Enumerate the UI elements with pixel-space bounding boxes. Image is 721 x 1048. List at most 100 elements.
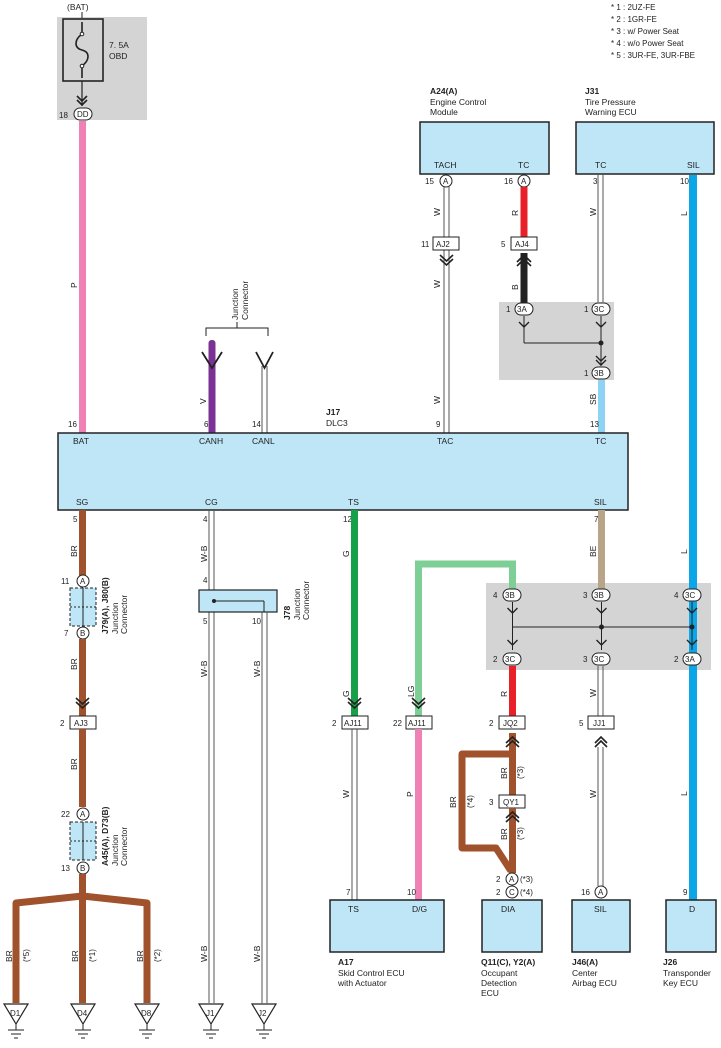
qy1-num: 3	[489, 798, 494, 807]
ecm-pin-num-tach: 15	[425, 177, 434, 186]
skid-line1: Skid Control ECU	[338, 968, 405, 978]
wire-label-br-3: BR	[69, 758, 79, 770]
transponder-pin-d: D	[689, 904, 695, 914]
tpw-pin-num-sil: 10	[680, 177, 689, 186]
fuse-connector: DD	[77, 110, 89, 119]
a45-conn-top: A	[80, 810, 86, 819]
splice-top-conn-3: 3B	[594, 369, 604, 378]
aj4-label: AJ4	[515, 240, 529, 249]
wire-label-wb-5: W-B	[252, 945, 262, 962]
transponder-id: J26	[663, 957, 677, 967]
skid-id: A17	[338, 957, 354, 967]
wire-dg-pink	[415, 729, 422, 900]
airbag-line2: Airbag ECU	[572, 978, 617, 988]
occupant-line1: Occupant	[481, 968, 518, 978]
occupant-note-a: (*3)	[520, 875, 533, 884]
wire-ts-green	[351, 510, 358, 717]
ground-icon	[2, 1003, 30, 1026]
wire-label-w-tpw: W	[588, 208, 598, 216]
aj3-label: AJ3	[74, 719, 88, 728]
splice-mid-num-4: 2	[493, 655, 498, 664]
wire-br-bypass	[458, 750, 514, 873]
wire-label-p: P	[69, 282, 79, 288]
aj11a-label: AJ11	[344, 719, 362, 728]
dlc3-pin-tac: TAC	[437, 436, 453, 446]
splice-mid-conn-3: 3C	[685, 591, 695, 600]
note-s3-b: (*3)	[516, 827, 525, 840]
splice-top-conn-2: 3C	[594, 305, 604, 314]
wire-label-br-2: BR	[69, 658, 79, 670]
wire-label-w-ts: W	[341, 790, 351, 798]
ground-d4: D4	[69, 1003, 97, 1039]
aj2-label: AJ2	[436, 240, 450, 249]
occupant-detection-ecu: DIA Q11(C), Y2(A) Occupant Detection ECU	[481, 899, 543, 998]
tpw-pin-num-tc: 3	[593, 177, 598, 186]
occupant-num-c: 2	[496, 888, 501, 897]
occupant-note-c: (*4)	[520, 888, 533, 897]
occupant-pin-dia: DIA	[501, 904, 516, 914]
tpw-id: J31	[585, 86, 599, 96]
airbag-num: 16	[581, 888, 590, 897]
tire-pressure-warning-ecu: J31 Tire Pressure Warning ECU TC SIL	[575, 86, 715, 175]
occupant-id: Q11(C), Y2(A)	[481, 957, 535, 967]
transponder-num: 9	[683, 888, 688, 897]
splice-top-num-2: 1	[584, 305, 589, 314]
ground-icon	[69, 1003, 97, 1026]
ground-icon	[197, 1003, 225, 1026]
dlc3-pin-tc: TC	[595, 436, 606, 446]
a45-conn-bot: B	[80, 864, 85, 873]
j79-pin-bot: 7	[64, 629, 69, 638]
ground-icon	[250, 1003, 278, 1026]
wire-label-l-bot: L	[679, 791, 689, 796]
airbag-id: J46(A)	[572, 957, 598, 967]
wire-canh-purple	[208, 343, 216, 433]
dlc3-id: J17	[326, 407, 340, 417]
dlc3-pin-num-sg: 5	[73, 515, 78, 524]
j78-pin-10: 10	[252, 617, 261, 626]
fuse-obd: (BAT) 7. 5A OBD 18 DD	[59, 2, 129, 121]
note-s4-a: (*4)	[466, 795, 475, 808]
wire-sg-brown-3	[79, 729, 86, 807]
legend-item-1: * 1 : 2UZ-FE	[611, 3, 655, 12]
splice-mid: 3B 4 3B 3 3C 4 3C 2 3C 3 3A 2	[493, 588, 702, 666]
skid-control-ecu: 7 10 TS D/G A17 Skid Control ECU with Ac…	[329, 888, 445, 988]
fuse-name: OBD	[109, 51, 127, 61]
fuse-source: (BAT)	[67, 2, 89, 12]
a45-id: A45(A), D73(B)	[100, 806, 110, 866]
ground-d1: D1	[2, 1003, 30, 1039]
ground-label-d4: D4	[77, 1009, 88, 1018]
dlc3-pin-num-bat: 16	[68, 420, 77, 429]
aj4-num: 5	[501, 240, 506, 249]
aj11b-num: 22	[393, 719, 402, 728]
wire-tc-black	[520, 253, 528, 303]
skid-pin-num-dg: 10	[407, 888, 416, 897]
j79-line1: Junction	[110, 602, 120, 634]
occupant-num-a: 2	[496, 875, 501, 884]
j78-pin-4: 4	[203, 576, 208, 585]
occupant-conn-c: C	[509, 888, 515, 897]
center-airbag-ecu: SIL J46(A) Center Airbag ECU	[571, 899, 631, 988]
note-s5: (*5)	[22, 949, 31, 962]
wire-label-w-airbag: W	[588, 790, 598, 798]
wire-sg-brown-2	[79, 639, 86, 717]
aj2-num: 11	[421, 240, 430, 249]
dlc3-pin-cg: CG	[205, 497, 218, 507]
ground-j1: J1	[197, 1003, 225, 1039]
dlc3-pin-canh: CANH	[199, 436, 223, 446]
j78-id: J78	[282, 606, 292, 620]
splice-mid-conn-4: 3C	[505, 655, 515, 664]
wire-label-w-tach3: W	[432, 396, 442, 404]
ground-j2: J2	[250, 1003, 278, 1039]
wire-tc-red	[520, 187, 528, 237]
splice-mid-conn-6: 3A	[685, 655, 695, 664]
jj1-num: 5	[579, 719, 584, 728]
ground-label-j1: J1	[206, 1009, 215, 1018]
ecm-line2: Module	[430, 107, 458, 117]
airbag-conn: A	[598, 888, 604, 897]
ecm-conn-a1: A	[443, 177, 449, 186]
j79-line2: Connector	[119, 595, 129, 634]
splice-mid-num-5: 3	[583, 655, 588, 664]
dlc3-pin-ts: TS	[348, 497, 359, 507]
qy1-label: QY1	[503, 798, 520, 807]
